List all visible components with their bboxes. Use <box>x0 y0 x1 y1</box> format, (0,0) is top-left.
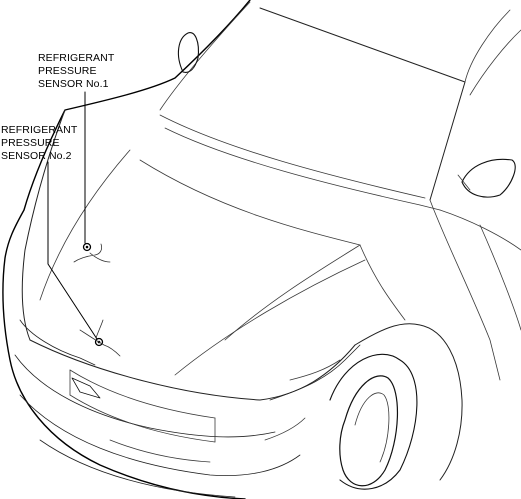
left-headlight <box>19 319 96 366</box>
grille-bottom <box>69 394 216 443</box>
callout-2-line-3: SENSOR No.2 <box>1 150 72 162</box>
door-line <box>429 199 501 381</box>
fender-top-right <box>439 209 521 251</box>
windshield-outer <box>259 7 466 201</box>
body-outline <box>2 0 251 499</box>
emblem <box>71 377 101 399</box>
left-mirror <box>177 32 199 73</box>
grille-top <box>69 369 216 419</box>
cowl-line-2 <box>159 114 426 199</box>
tire-inner <box>354 392 390 463</box>
bumper-bottom <box>39 439 236 498</box>
tire <box>339 375 399 487</box>
callout-2-line-1: REFRIGERANT <box>1 124 78 136</box>
door-line-2 <box>479 224 521 331</box>
callout-1-line-1: REFRIGERANT <box>38 52 115 64</box>
roof-right <box>469 29 521 96</box>
pressure-sensor-1-center <box>85 245 89 249</box>
right-headlight <box>269 344 361 401</box>
refrigerant-pipe-2 <box>79 319 121 357</box>
lower-grille <box>109 439 211 463</box>
callout-refrigerant-pressure-sensor-2: REFRIGERANT PRESSURE SENSOR No.2 <box>1 124 77 163</box>
front-fender <box>354 323 463 481</box>
bumper-upper <box>14 354 276 438</box>
hood-center <box>139 159 361 246</box>
hood-right-edge <box>359 244 406 321</box>
cowl-line <box>164 127 441 211</box>
lower-bumper <box>19 394 301 476</box>
hood-front-edge <box>29 339 356 401</box>
hood-line-c <box>174 259 366 376</box>
callout-2-line-2: PRESSURE <box>1 137 60 149</box>
windshield-inner <box>159 1 251 111</box>
a-pillar <box>464 9 511 83</box>
hood-line-b <box>224 244 361 341</box>
right-headlight-2 <box>289 359 341 381</box>
callout-1-line-2: PRESSURE <box>38 65 97 77</box>
hood-crease <box>39 149 131 301</box>
right-mirror-stalk <box>457 174 471 191</box>
callout-1-line-3: SENSOR No.1 <box>38 78 109 90</box>
callout-refrigerant-pressure-sensor-1: REFRIGERANT PRESSURE SENSOR No.1 <box>38 52 114 91</box>
hood-edge-left <box>21 109 66 341</box>
fog-light <box>264 417 306 441</box>
refrigerant-pipe-1 <box>73 243 111 263</box>
leader-line-sensor-2 <box>47 161 98 340</box>
wheel-arch <box>329 353 418 490</box>
right-mirror <box>461 158 516 198</box>
